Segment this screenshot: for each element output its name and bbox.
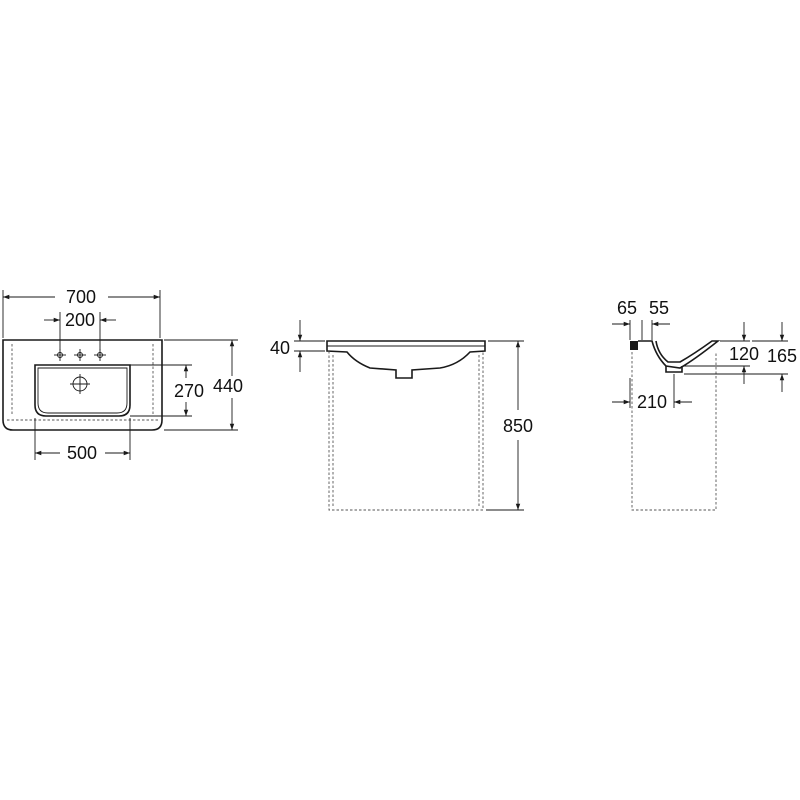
bowl-outline	[34, 364, 131, 417]
top-view: 700 200 500 270	[2, 287, 243, 463]
label-270: 270	[174, 381, 204, 401]
label-700: 700	[66, 287, 96, 307]
basin-rim-dashed-side	[11, 344, 154, 415]
basin-side-outline	[638, 340, 721, 369]
dim-210: 210	[612, 374, 692, 412]
label-65: 65	[617, 298, 637, 318]
label-55: 55	[649, 298, 669, 318]
label-40: 40	[270, 338, 290, 358]
cabinet-dashed	[328, 351, 484, 511]
dim-120: 120	[684, 322, 759, 384]
basin-top-outline	[2, 339, 163, 431]
label-500: 500	[67, 443, 97, 463]
dim-500: 500	[34, 418, 131, 463]
label-440: 440	[213, 376, 243, 396]
dim-40: 40	[270, 320, 325, 372]
dim-200: 200	[44, 310, 116, 350]
label-210: 210	[637, 392, 667, 412]
front-view: 40 850	[270, 320, 533, 511]
dim-850: 850	[486, 340, 533, 511]
back-ledge	[630, 341, 638, 350]
label-165: 165	[767, 346, 797, 366]
label-200: 200	[65, 310, 95, 330]
dim-270: 270	[130, 364, 204, 417]
dim-65-55: 65 55	[612, 298, 670, 340]
bowl-inner	[37, 367, 128, 414]
side-cabinet-dashed	[631, 352, 717, 511]
dim-700: 700	[2, 287, 161, 338]
label-120: 120	[729, 344, 759, 364]
dim-165: 165	[684, 322, 797, 392]
side-view: 65 55 120 165 210	[612, 298, 797, 511]
basin-front-outline	[326, 340, 486, 379]
label-850: 850	[503, 416, 533, 436]
dim-440: 440	[164, 339, 243, 431]
tap-holes	[54, 349, 106, 361]
